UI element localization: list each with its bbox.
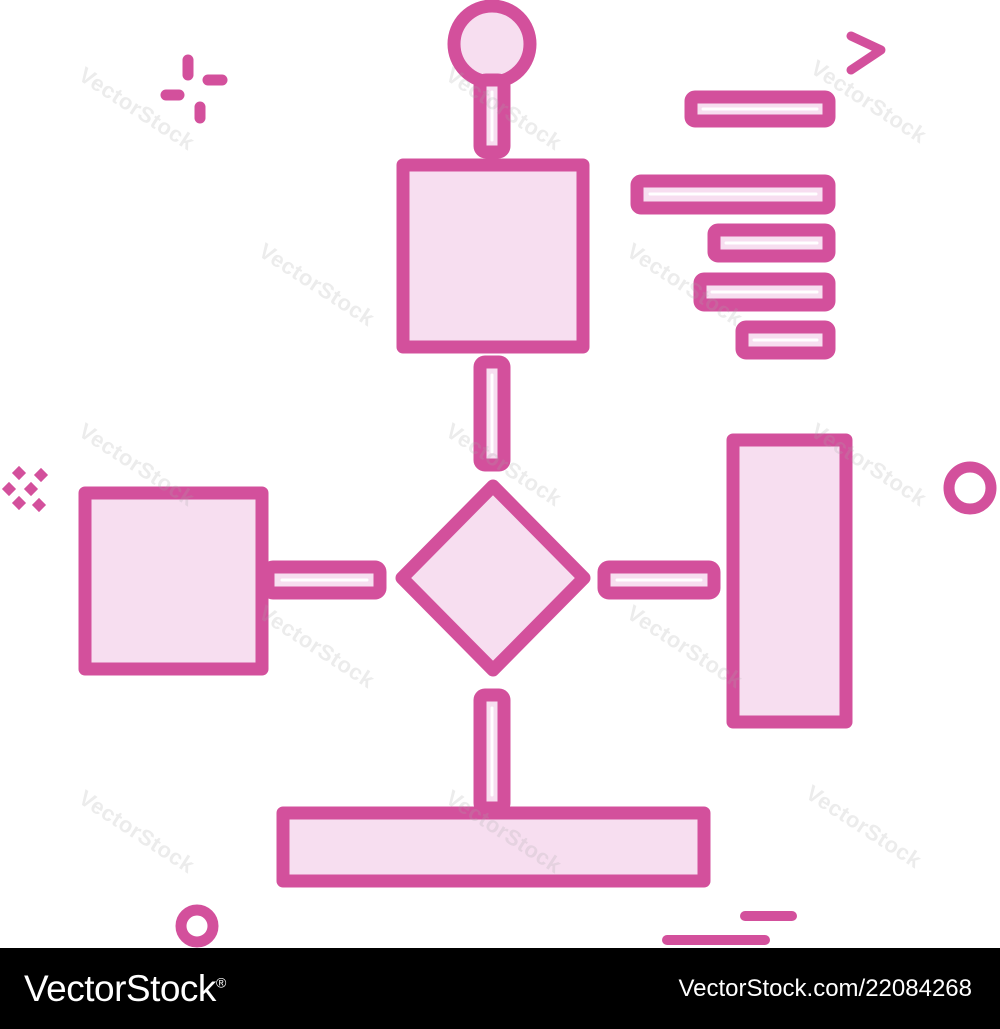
connector-left (261, 560, 387, 600)
brand-logo: VectorStock® (24, 968, 226, 1010)
chevron-right-icon (846, 31, 886, 75)
flowchart-illustration (1, 0, 997, 948)
brand-name: VectorStock (24, 967, 216, 1009)
decision-diamond-icon (395, 479, 591, 677)
process-box-icon (396, 158, 590, 354)
dash-lines-icon (662, 911, 797, 945)
image-reference: VectorStock.com/22084268 (678, 974, 972, 1002)
ring-icon (943, 461, 997, 515)
text-lines-icon (630, 90, 836, 360)
right-tall-box-icon (726, 433, 853, 729)
bottom-wide-box-icon (276, 806, 711, 888)
small-ring-icon (175, 904, 219, 948)
connector-bottom (473, 688, 511, 815)
checker-icon (1, 465, 49, 513)
footer-bar: VectorStock® VectorStock.com/22084268 (0, 948, 1000, 1029)
sparkle-icon (160, 54, 228, 124)
left-process-box-icon (78, 486, 269, 676)
connector-top (473, 355, 511, 472)
connector-right (597, 560, 721, 600)
flowchart-start-circle-icon (447, 0, 537, 159)
registered-mark: ® (215, 974, 226, 991)
